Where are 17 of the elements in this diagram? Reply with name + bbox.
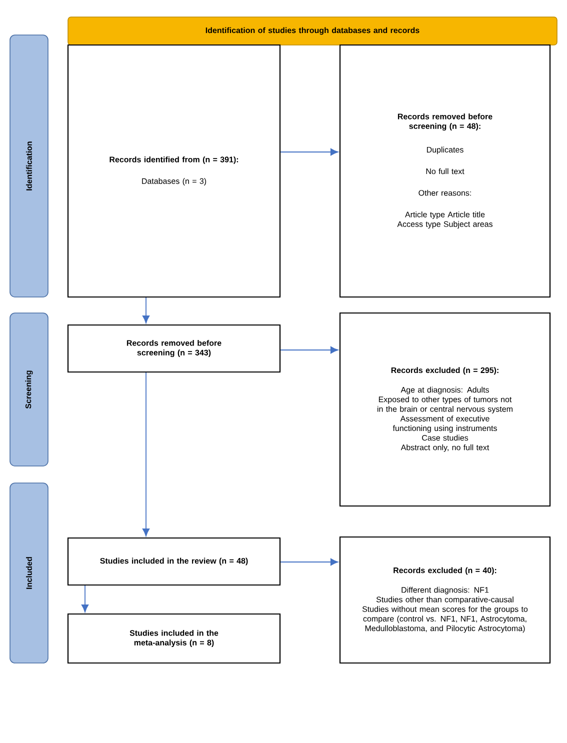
process-box: Records removed before screening (n = 343) [67, 324, 281, 373]
phase-band: Included [10, 482, 48, 664]
header-banner: Identification of studies through databases and records [68, 16, 558, 46]
process-box: Records excluded (n = 40): Different diagnosis: NF1 Studies other than comparative-causal Studies without mean scores for the groups to compare (control vs. NF1, NF1, Astrocytoma, Medulloblastoma, and Pilocytic Astrocytoma) [339, 536, 551, 664]
process-box: Records identified from (n = 391): Databases (n = 3) [67, 44, 281, 298]
process-box: Studies included in the meta-analysis (n = 8) [67, 613, 281, 664]
phase-band: Identification [10, 34, 48, 298]
arrow [142, 297, 150, 324]
arrow [280, 346, 338, 354]
arrow [280, 148, 338, 156]
phase-band: Screening [10, 312, 48, 466]
process-box: Records removed before screening (n = 48): Duplicates No full text Other reasons: Article type Article title Access type Subject areas [339, 44, 551, 298]
arrow [280, 558, 338, 566]
arrow [142, 372, 150, 536]
process-box: Records excluded (n = 295): Age at diagnosis: Adults Exposed to other types of tumors not in the brain or central nervous system Assessment of executive functioning using instruments Case studies Abstract only, no full text [339, 312, 551, 507]
arrow [81, 585, 89, 612]
process-box: Studies included in the review (n = 48) [67, 537, 281, 586]
